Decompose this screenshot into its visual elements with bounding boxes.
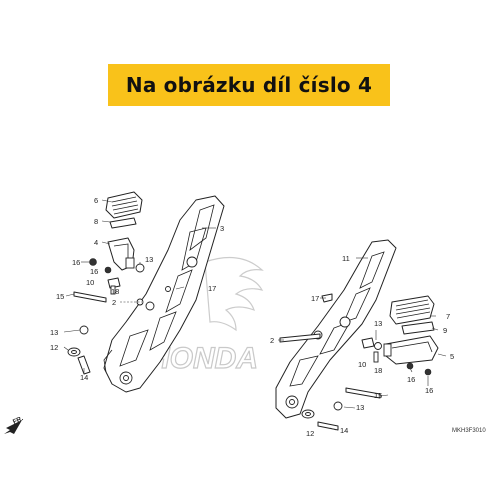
callout-15-left: 15 [56,292,64,301]
callout-10-right: 10 [358,360,366,369]
callout-16-left: 16 [72,258,80,267]
callout-17-left: 17 [208,284,216,293]
right-step-bracket [275,239,397,419]
callout-10-left: 10 [86,278,94,287]
right-small-parts [279,293,432,431]
left-peg-plate [109,217,137,229]
callout-12-left: 12 [50,343,58,352]
right-footpeg [383,335,439,365]
callout-16-right: 16 [407,375,415,384]
left-leader-lines [63,199,216,374]
callout-18-right: 18 [374,366,382,375]
callout-15-right: 15 [374,391,382,400]
callout-16-left-2: 16 [90,267,98,276]
callout-14-left: 14 [80,373,88,382]
right-leader-lines [278,257,447,431]
callout-18-left: 18 [111,287,119,296]
callout-9: 9 [443,326,447,335]
left-footpeg [107,237,135,271]
diagram-code: MKH3F3010 [452,428,486,434]
direction-label: FR. [12,415,25,426]
left-small-parts [67,258,171,375]
callout-14-right: 14 [340,426,348,435]
part-number-banner: Na obrázku díl číslo 4 [108,64,390,106]
callout-6: 6 [94,196,98,205]
left-step-bracket [103,195,225,393]
callout-13-right: 13 [374,319,382,328]
callout-13-right-2: 13 [356,403,364,412]
callout-12-right: 12 [306,429,314,438]
callout-13-left-2: 13 [50,328,58,337]
callout-11: 11 [342,254,350,263]
callout-8: 8 [94,217,98,226]
callout-16-right-2: 16 [425,386,433,395]
front-direction-arrow: FR. [4,415,25,434]
left-peg-rubber [105,191,143,219]
callout-4: 4 [94,238,98,247]
wing-logo-icon [204,256,264,332]
callout-13-left: 13 [145,255,153,264]
callout-2-left: 2 [112,298,116,307]
arrow-icon [4,420,22,434]
callout-2-right: 2 [270,336,274,345]
callout-7: 7 [446,312,450,321]
callout-labels: 6 8 3 4 16 16 13 10 18 17 15 2 13 12 14 … [50,196,454,438]
banner-text: Na obrázku díl číslo 4 [125,73,373,97]
right-peg-rubber [389,295,435,325]
callout-17-right: 17 [311,294,319,303]
callout-3: 3 [220,224,224,233]
right-peg-plate [401,321,435,335]
callout-5: 5 [450,352,454,361]
